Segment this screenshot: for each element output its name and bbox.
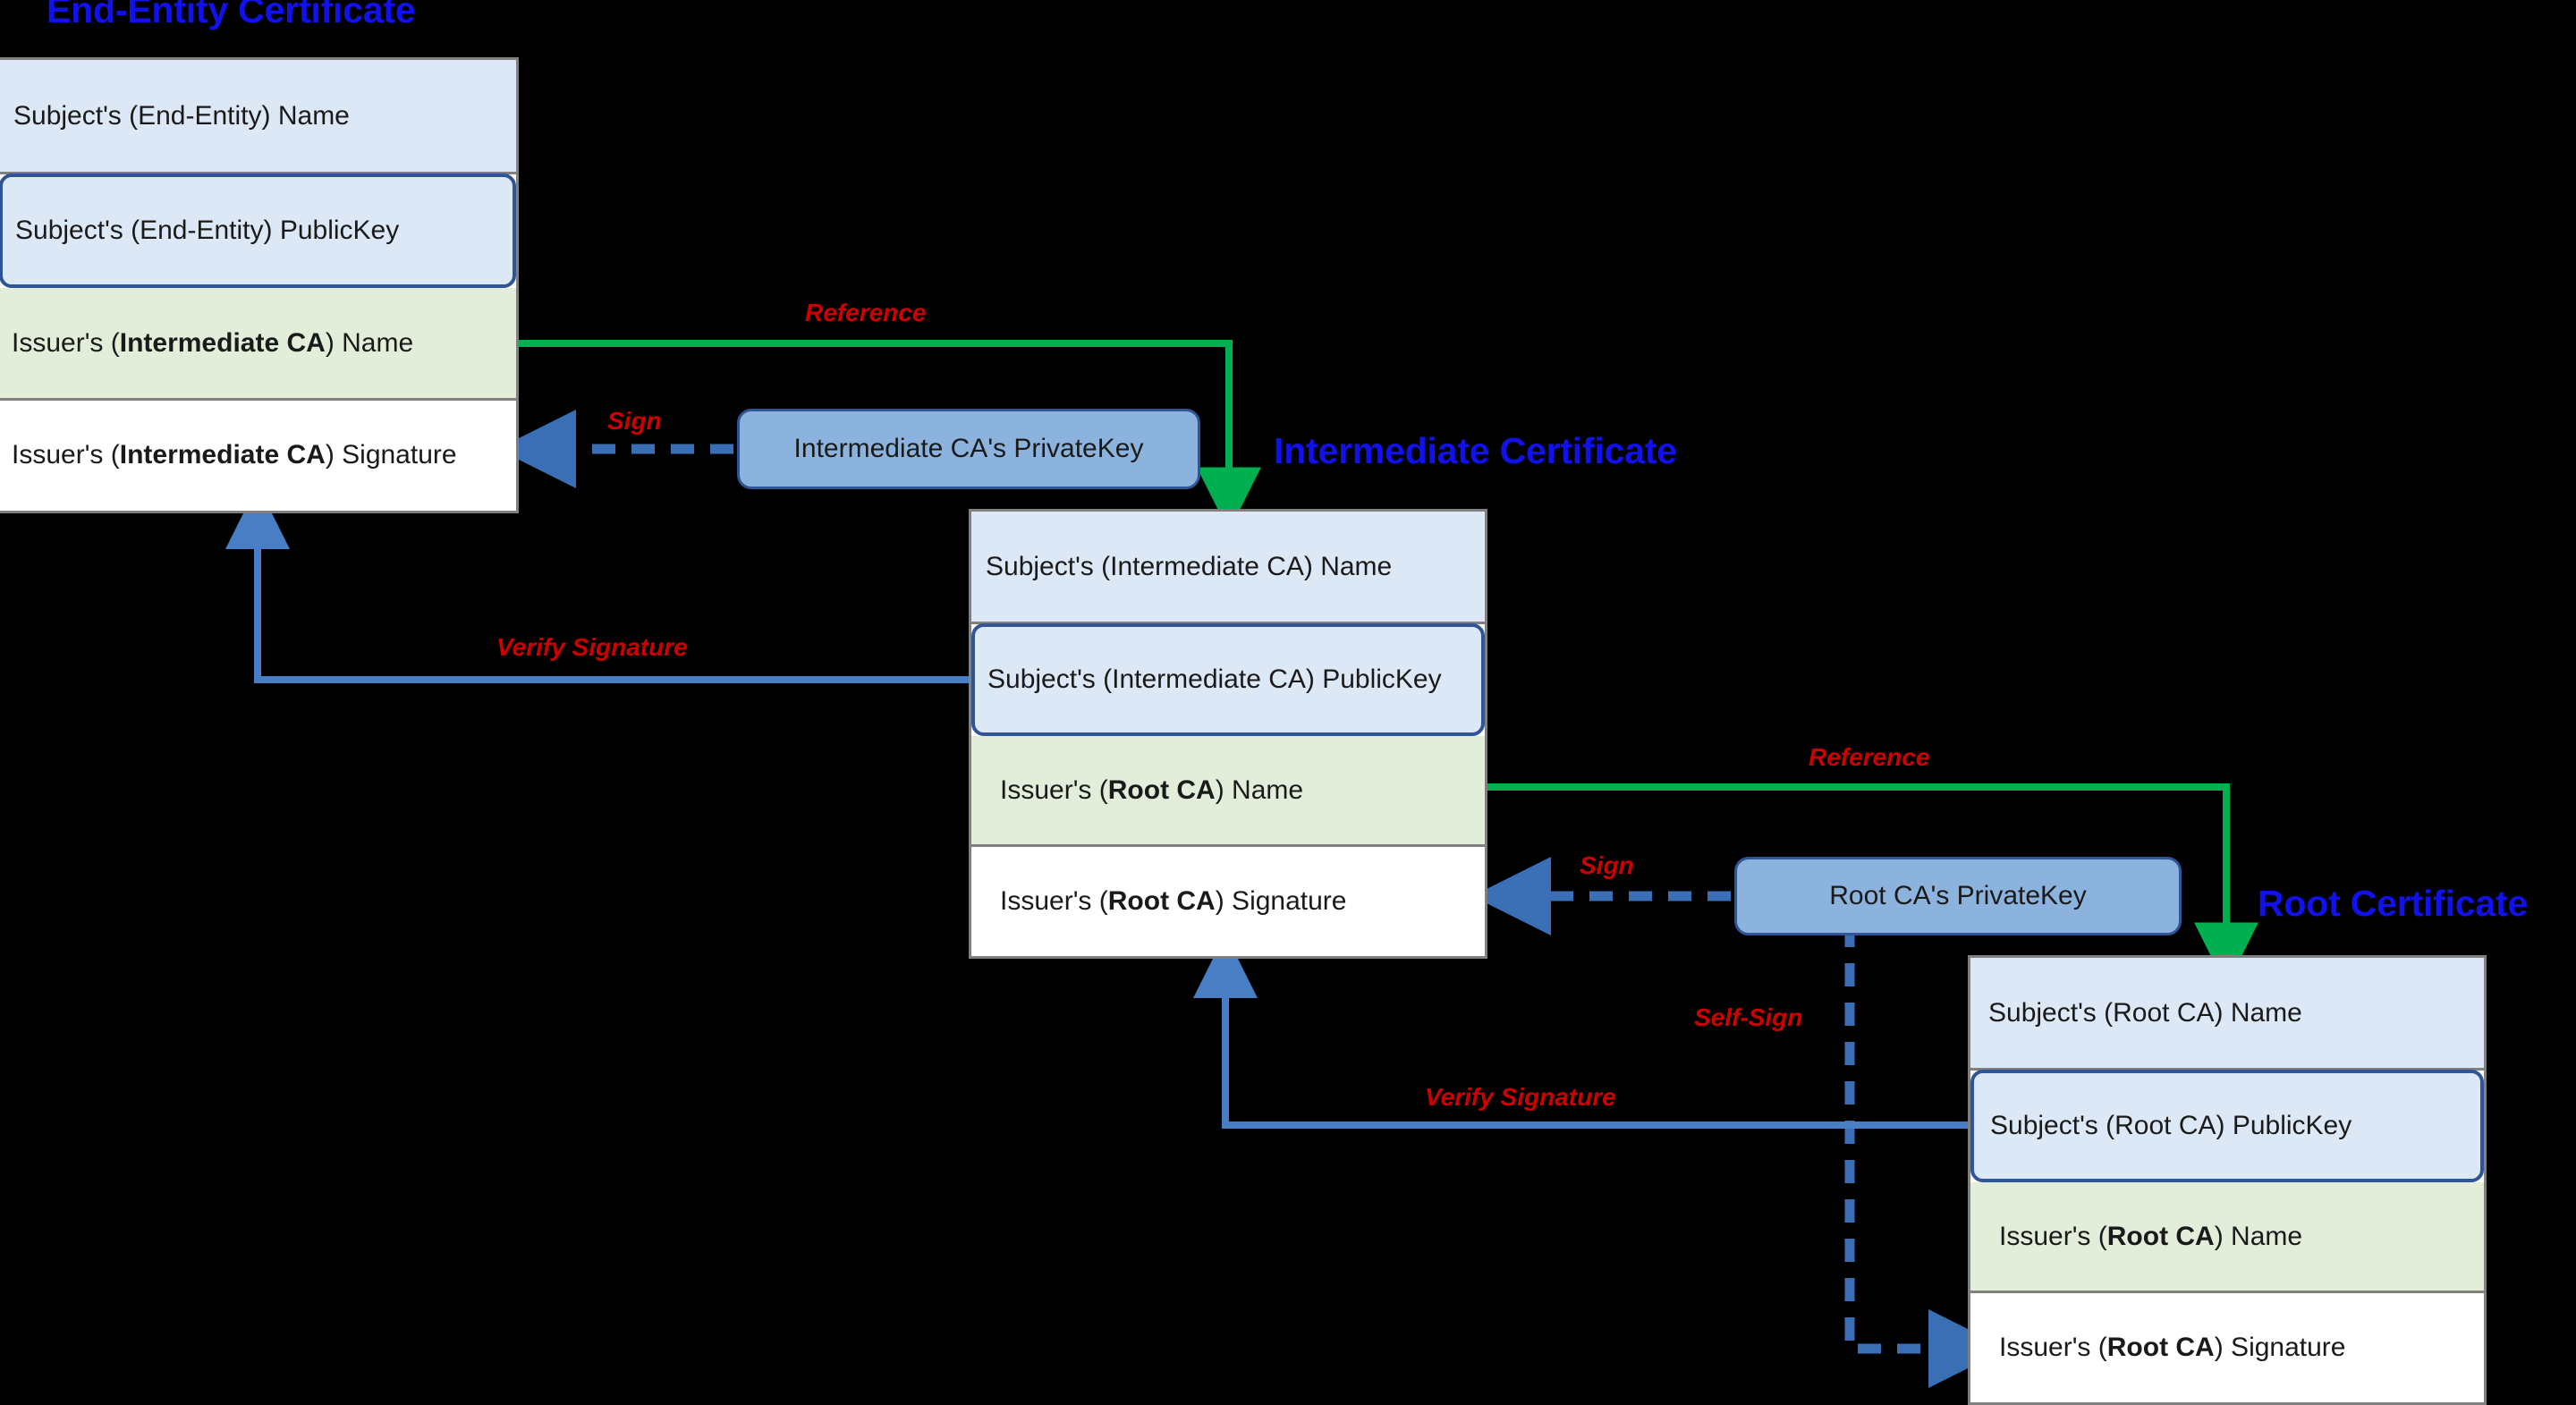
cert-row-intermediate-issuer-name[interactable]: Issuer's (Root CA) Name [971, 736, 1485, 847]
privatekey-box-root-ca[interactable]: Root CA's PrivateKey [1734, 857, 2182, 935]
row-text-bold: Root CA [1107, 774, 1216, 805]
edge-label-self-sign-root: Self-Sign [1694, 1003, 1803, 1031]
edge-label-reference-end-entity: Reference [805, 299, 927, 326]
edge-label-verify-intermediate: Verify Signature [1425, 1083, 1616, 1111]
cert-row-root-subject-name[interactable]: Subject's (Root CA) Name [1970, 958, 2484, 1071]
cert-row-end-entity-subject-name[interactable]: Subject's (End-Entity) Name [0, 60, 516, 174]
cert-row-end-entity-issuer-signature[interactable]: Issuer's (Intermediate CA) Signature [0, 401, 516, 510]
row-text-prefix: Issuer's ( [1999, 1221, 2107, 1251]
row-text-suffix: ) Signature [2214, 1332, 2346, 1362]
cert-title-root: Root Certificate [2258, 883, 2529, 924]
row-text-prefix: Issuer's ( [1000, 774, 1108, 805]
row-text-bold: Intermediate CA [119, 440, 326, 470]
cert-row-intermediate-subject-publickey[interactable]: Subject's (Intermediate CA) PublicKey [971, 623, 1485, 736]
row-text-bold: Root CA [2106, 1221, 2215, 1251]
edge-label-sign-root: Sign [1580, 851, 1634, 879]
cert-row-intermediate-subject-name[interactable]: Subject's (Intermediate CA) Name [971, 512, 1485, 624]
row-text-bold: Root CA [2106, 1332, 2215, 1362]
row-text-prefix: Issuer's ( [12, 440, 120, 470]
certificate-end-entity[interactable]: Subject's (End-Entity) Name Subject's (E… [0, 57, 519, 513]
cert-row-end-entity-issuer-name[interactable]: Issuer's (Intermediate CA) Name [0, 288, 516, 401]
row-text-suffix: ) Name [2214, 1221, 2303, 1251]
row-text: Subject's (Intermediate CA) Name [986, 551, 1393, 581]
row-text-suffix: ) Signature [325, 440, 457, 470]
edge-label-sign-intermediate: Sign [607, 407, 662, 435]
cert-row-root-subject-publickey[interactable]: Subject's (Root CA) PublicKey [1970, 1070, 2484, 1182]
row-text: Subject's (Intermediate CA) PublicKey [987, 664, 1442, 694]
privatekey-box-intermediate-ca[interactable]: Intermediate CA's PrivateKey [737, 409, 1200, 489]
row-text-suffix: ) Name [1215, 774, 1304, 805]
privatekey-label: Intermediate CA's PrivateKey [793, 434, 1144, 463]
row-text-prefix: Issuer's ( [12, 327, 120, 358]
cert-row-intermediate-issuer-signature[interactable]: Issuer's (Root CA) Signature [971, 847, 1485, 955]
edge-label-reference-intermediate: Reference [1809, 743, 1930, 771]
row-text-bold: Intermediate CA [119, 327, 326, 358]
cert-title-end-entity: End-Entity Certificate [47, 0, 416, 30]
cert-title-intermediate: Intermediate Certificate [1274, 430, 1677, 471]
row-text: Subject's (Root CA) PublicKey [1990, 1111, 2352, 1140]
cert-row-root-issuer-name[interactable]: Issuer's (Root CA) Name [1970, 1182, 2484, 1293]
certificate-root[interactable]: Subject's (Root CA) Name Subject's (Root… [1968, 955, 2487, 1405]
row-text-suffix: ) Signature [1215, 885, 1347, 916]
row-text: Subject's (End-Entity) Name [13, 100, 350, 131]
privatekey-label: Root CA's PrivateKey [1829, 881, 2087, 910]
self-sign-arrow-root [1844, 924, 2007, 1388]
certificate-intermediate[interactable]: Subject's (Intermediate CA) Name Subject… [969, 509, 1487, 959]
row-text-suffix: ) Name [325, 327, 414, 358]
edge-label-verify-end-entity: Verify Signature [496, 633, 688, 661]
row-text: Subject's (Root CA) Name [1988, 997, 2302, 1028]
row-text-prefix: Issuer's ( [1999, 1332, 2107, 1362]
cert-row-root-issuer-signature[interactable]: Issuer's (Root CA) Signature [1970, 1293, 2484, 1401]
row-text-prefix: Issuer's ( [1000, 885, 1108, 916]
row-text-bold: Root CA [1107, 885, 1216, 916]
cert-row-end-entity-subject-publickey[interactable]: Subject's (End-Entity) PublicKey [0, 174, 516, 288]
row-text: Subject's (End-Entity) PublicKey [15, 216, 400, 245]
